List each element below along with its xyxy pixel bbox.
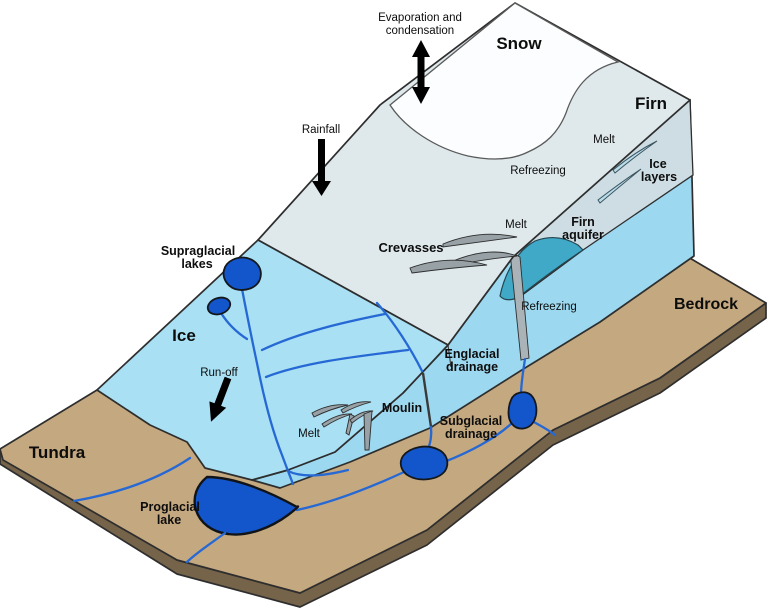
label-proglacial-line1: Proglacial (140, 500, 200, 514)
supraglacial-lake (222, 256, 262, 291)
runoff-arrow-icon (209, 376, 232, 422)
moulin-field (311, 401, 374, 451)
crevasse-icon (442, 233, 518, 248)
evaporation-double-arrow-icon (412, 40, 430, 104)
label-proglacial-line2: lake (157, 513, 181, 527)
face-step-edge (447, 344, 452, 368)
supraglacial-stream-tributary (286, 468, 350, 477)
label-firn-aquifer-line1: Firn (571, 215, 595, 229)
moulin-claw-icon (311, 404, 349, 418)
label-firn: Firn (635, 94, 667, 113)
label-snow: Snow (496, 34, 542, 53)
label-supraglacial-line2: lakes (181, 257, 212, 271)
label-melt-firn: Melt (593, 134, 616, 146)
subglacial-drainage-system (295, 391, 557, 512)
label-subglacial-line1: Subglacial (440, 414, 503, 428)
glacier-cross-section (251, 98, 695, 489)
crevasse-field (409, 233, 518, 274)
moulin-inflow-stream (375, 301, 424, 373)
label-evaporation-line2: condensation (386, 25, 454, 37)
ice-surface-group (96, 239, 449, 486)
moulin-claw-icon (363, 410, 373, 451)
label-ice: Ice (172, 326, 196, 345)
supraglacial-stream-tributary (219, 311, 249, 341)
lake-outlet-stream (185, 531, 227, 564)
label-refreezing-firn: Refreezing (510, 165, 566, 177)
ice-surface (96, 239, 449, 481)
ice-layer-lens-icon (597, 168, 642, 204)
label-evaporation-line1: Evaporation and (378, 12, 462, 24)
label-melt-mid: Melt (505, 219, 528, 231)
label-runoff: Run-off (200, 367, 238, 379)
label-rainfall: Rainfall (302, 124, 340, 136)
label-tundra: Tundra (29, 443, 86, 462)
label-ice-layers-line2: layers (641, 170, 677, 184)
label-supraglacial-line1: Supraglacial (161, 244, 235, 258)
label-bedrock: Bedrock (674, 296, 738, 313)
subglacial-channel (295, 470, 406, 512)
englacial-channel (509, 251, 530, 361)
label-crevasses: Crevasses (378, 240, 443, 255)
proglacial-lake (193, 475, 300, 536)
supraglacial-stream-tributary (260, 312, 387, 352)
snow-patch (389, 2, 620, 160)
ice-layer-lens-icon (612, 140, 658, 174)
arrows (209, 40, 430, 422)
moulin-conduit (421, 372, 433, 428)
crevasse-icon (409, 259, 488, 274)
subglacial-water-pocket (399, 445, 449, 481)
label-refreezing-face: Refreezing (521, 301, 577, 313)
subglacial-water-pocket (507, 391, 538, 430)
supraglacial-stream-trunk (240, 287, 295, 486)
tundra-stream (72, 456, 192, 503)
label-melt-lower: Melt (298, 428, 321, 440)
label-moulin: Moulin (382, 401, 422, 415)
moulin-claw-icon (349, 410, 374, 424)
supraglacial-stream-tributary (264, 348, 410, 379)
label-ice-layers-line1: Ice (649, 157, 666, 171)
moulin-claw-icon (340, 401, 372, 414)
proglacial-area (72, 456, 300, 564)
label-firn-aquifer-line2: aquifer (562, 228, 604, 242)
label-englacial-line2: drainage (446, 360, 498, 374)
subglacial-channel (442, 421, 514, 464)
supraglacial-lake-small (206, 296, 232, 316)
labels: Evaporation and condensation Snow Firn R… (29, 12, 738, 527)
label-subglacial-line2: drainage (445, 427, 497, 441)
label-englacial-line1: Englacial (445, 347, 500, 361)
moulin-claw-icon (321, 413, 353, 428)
rainfall-arrow-icon (312, 139, 331, 196)
